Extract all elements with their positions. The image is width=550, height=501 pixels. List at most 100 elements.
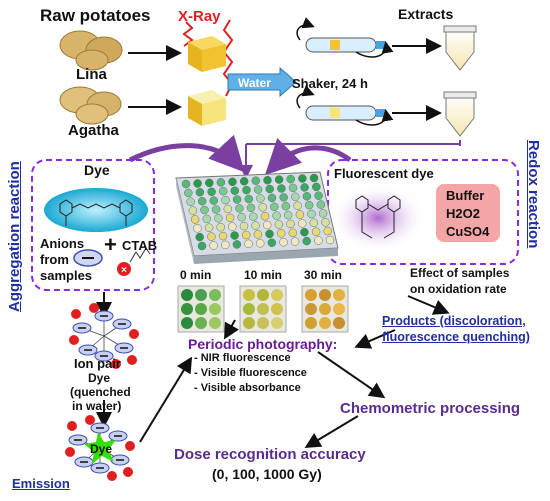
- photo-well: [195, 317, 207, 329]
- time-10-label: 10 min: [244, 268, 283, 282]
- photo-well: [319, 317, 331, 329]
- plate-well: [239, 177, 249, 186]
- plate-well: [207, 187, 216, 197]
- time-30-label: 30 min: [304, 268, 343, 282]
- photo-well: [243, 317, 255, 329]
- cation-icon: [107, 471, 117, 481]
- plate-well: [314, 236, 323, 245]
- plate-well: [225, 213, 235, 223]
- plate-well: [312, 182, 321, 192]
- photo-well: [333, 317, 345, 329]
- plate-well: [265, 184, 274, 194]
- products-label-2: fluorescence quenching): [382, 330, 530, 344]
- plate-well: [295, 210, 305, 219]
- fluorescent-dye-ellipse: [330, 184, 426, 252]
- plate-well: [253, 185, 263, 194]
- plate-well: [318, 209, 328, 218]
- svg-text:×: ×: [121, 265, 127, 276]
- dye-quenched-label-1: Dye: [88, 371, 111, 385]
- water-label: Water: [238, 76, 271, 90]
- photo-well: [305, 289, 317, 301]
- shaker-label: Shaker, 24 h: [292, 76, 368, 91]
- photo-well: [209, 317, 221, 329]
- photo-well: [257, 289, 269, 301]
- emission-label: Emission: [12, 476, 70, 491]
- photo-well: [305, 303, 317, 315]
- plate-well: [311, 227, 321, 236]
- dye-structure-icon: [59, 199, 133, 226]
- nir-fluorescence-label: - NIR fluorescence: [194, 352, 291, 364]
- plate-well: [251, 176, 261, 185]
- cation-icon: [67, 421, 77, 431]
- plate-well: [218, 231, 228, 241]
- plate-well: [230, 231, 239, 240]
- extracts-label: Extracts: [398, 6, 454, 22]
- plate-well: [325, 235, 335, 245]
- plate-well: [279, 237, 288, 247]
- plate-well: [277, 184, 286, 193]
- potato-cube-icon: [188, 36, 226, 72]
- effect-label-1: Effect of samples: [410, 266, 510, 280]
- plate-well: [197, 196, 207, 206]
- plate-well: [205, 178, 214, 188]
- plate-well: [274, 175, 284, 184]
- plate-well: [242, 185, 251, 195]
- products-label-1: Products (discoloration,: [382, 314, 526, 328]
- ctab-label: CTAB: [122, 238, 158, 253]
- photo-well: [181, 289, 193, 301]
- dye-emission-label: Dye: [90, 442, 113, 456]
- cation-icon: [117, 262, 131, 276]
- plate-well: [214, 214, 223, 223]
- plate-well: [221, 240, 230, 250]
- plate-well: [302, 192, 312, 201]
- photo-well: [333, 303, 345, 315]
- plate-well: [286, 219, 295, 229]
- cation-icon: [69, 335, 79, 345]
- dye-label: Dye: [84, 162, 110, 178]
- plate-well: [232, 195, 242, 204]
- plate-well: [256, 194, 265, 203]
- cation-icon: [111, 359, 121, 369]
- plate-well: [232, 240, 242, 249]
- dose-accuracy-label: Dose recognition accuracy: [174, 446, 366, 463]
- plate-well: [218, 186, 228, 196]
- h2o2-label: H2O2: [446, 206, 480, 221]
- plate-well: [190, 215, 200, 224]
- visible-fluorescence-label: - Visible fluorescence: [194, 367, 307, 379]
- plate-well: [258, 203, 267, 212]
- plate-well: [195, 232, 204, 242]
- fluorescent-dye-label: Fluorescent dye: [334, 166, 434, 181]
- plate-well: [207, 232, 216, 241]
- aggregation-reaction-label: Aggregation reaction: [6, 161, 23, 312]
- buffer-label: Buffer: [446, 188, 485, 203]
- cation-icon: [89, 303, 99, 313]
- plate-well: [186, 197, 195, 206]
- plate-well: [302, 236, 311, 246]
- photo-well: [195, 289, 207, 301]
- plate-well: [181, 179, 191, 189]
- plate-well: [188, 206, 198, 215]
- cation-icon: [65, 447, 75, 457]
- dye-quenched-label-2: (quenched: [70, 385, 131, 399]
- photo-well: [243, 289, 255, 301]
- anions-label-3: samples: [40, 268, 93, 283]
- potato-agatha-icon: [59, 86, 122, 125]
- extract-tube-icon: [443, 91, 477, 137]
- raw-potatoes-label: Raw potatoes: [40, 6, 151, 25]
- plate-well: [267, 238, 277, 247]
- plate-well: [279, 193, 288, 202]
- photo-well: [271, 303, 283, 315]
- plate-well: [221, 195, 230, 205]
- plate-well: [270, 202, 279, 212]
- plate-well: [274, 220, 284, 229]
- cation-icon: [125, 441, 135, 451]
- plate-well: [195, 188, 205, 197]
- plate-well: [262, 220, 272, 230]
- plate-well: [249, 212, 258, 221]
- photo-well: [243, 303, 255, 315]
- photo-well: [195, 303, 207, 315]
- plate-well: [293, 201, 302, 210]
- dose-values-label: (0, 100, 1000 Gy): [212, 466, 322, 482]
- plate-well: [265, 229, 274, 239]
